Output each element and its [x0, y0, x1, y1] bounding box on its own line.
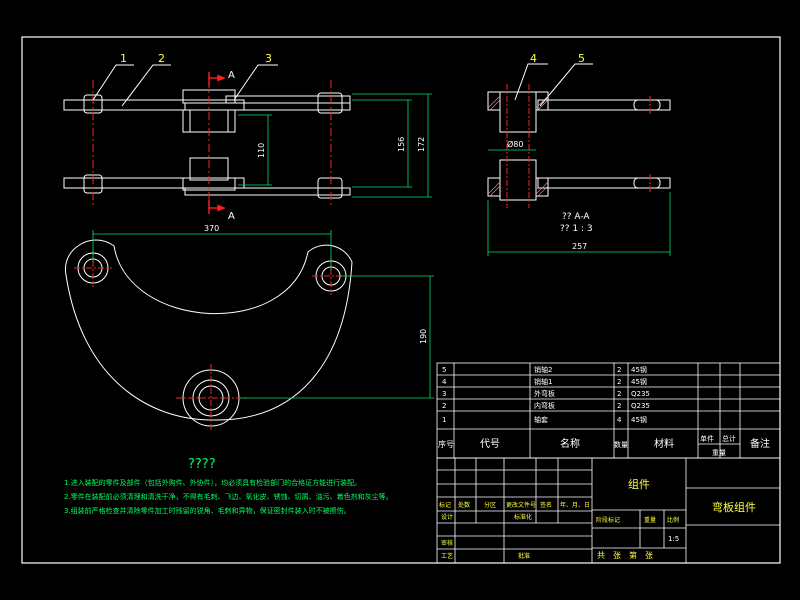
section-view	[487, 91, 671, 201]
bom-row-3-name: 外弯板	[534, 389, 555, 398]
drawing-frame	[21, 36, 781, 564]
section-cut-marks	[208, 72, 226, 214]
plate-view-centerlines	[74, 249, 350, 432]
section-scale: ?? 1 : 3	[560, 224, 593, 234]
bom-row-4-no: 4	[442, 378, 447, 386]
bom-header-total: 总计	[722, 434, 736, 443]
callout-2: 2	[158, 52, 165, 65]
dim-257: 257	[572, 242, 587, 251]
section-mark-top: A	[228, 70, 235, 81]
bom-row-4-material: 45钢	[631, 377, 647, 386]
dim-110: 110	[257, 143, 266, 158]
section-view-dimensions	[487, 149, 671, 256]
bom-header-remark: 备注	[750, 437, 770, 450]
tb-stage-mark: 阶段标记	[596, 516, 620, 524]
tb-weight: 重量	[644, 516, 656, 524]
tb-date: 年、月、日	[560, 501, 590, 509]
bom-row-4-name: 销轴1	[534, 377, 552, 386]
tb-drawing-name: 弯板组件	[712, 500, 756, 514]
tb-doc-no: 更改文件号	[506, 501, 536, 509]
bom-row-5-qty: 2	[617, 366, 621, 374]
note-2: 2.零件在装配前必须清理和清洗干净，不得有毛刺、飞边、氧化皮、锈蚀、切屑、油污、…	[64, 492, 393, 501]
dim-172: 172	[417, 137, 426, 152]
bom-row-1-name: 轴套	[534, 415, 548, 424]
bom-row-1-qty: 4	[617, 416, 622, 424]
tb-assembly-label: 组件	[628, 477, 650, 491]
bom-header-weight: 重量	[712, 449, 726, 457]
plate-view-dimensions	[92, 230, 434, 399]
bom-row-4-qty: 2	[617, 378, 621, 386]
bom-row-1-no: 1	[442, 416, 446, 424]
bom-header-material: 材料	[654, 437, 674, 450]
bom-row-2-qty: 2	[617, 402, 621, 410]
front-view-centerlines	[92, 80, 332, 205]
tb-count: 处数	[458, 501, 470, 509]
bom-header-code: 代号	[480, 438, 500, 450]
bom-row-5-material: 45钢	[631, 365, 647, 374]
tb-scale-value: 1:5	[668, 535, 679, 543]
bom-row-5-no: 5	[442, 366, 446, 374]
dim-156: 156	[397, 137, 406, 152]
dim-190: 190	[419, 329, 428, 344]
section-mark-bottom: A	[228, 211, 235, 222]
tb-scale-label: 比例	[667, 516, 679, 524]
tb-sheets: 共 张 第 张	[597, 550, 653, 560]
section-title: ?? A-A	[562, 212, 590, 222]
tb-process: 工艺	[441, 552, 453, 560]
note-1: 1.进入装配的零件及部件（包括外购件、外协件），均必须具有检验部门的合格证方能进…	[64, 478, 361, 487]
tb-zone: 分区	[484, 501, 496, 509]
bom-row-2-material: Q235	[631, 402, 650, 410]
callout-1: 1	[120, 52, 127, 65]
callout-3: 3	[265, 52, 272, 65]
bom-row-1-material: 45钢	[631, 415, 647, 424]
tb-review: 审核	[441, 539, 453, 547]
bom-header-no: 序号	[438, 439, 454, 449]
section-hatching	[487, 95, 549, 197]
bom-row-3-no: 3	[442, 390, 446, 398]
tb-mark: 标记	[439, 501, 451, 509]
note-3: 3.组装前严格检查并清除零件加工时残留的锐角、毛刺和异物，保证密封件装入时不被擦…	[64, 506, 351, 515]
tb-design: 设计	[441, 513, 453, 521]
bom-row-2-name: 内弯板	[534, 401, 555, 410]
bom-row-2-no: 2	[442, 402, 446, 410]
tb-sign: 签名	[540, 501, 552, 509]
bom-row-5-name: 销轴2	[534, 365, 552, 374]
notes-heading: ????	[188, 457, 216, 472]
tb-approve: 批准	[518, 552, 530, 560]
bom-row-3-qty: 2	[617, 390, 621, 398]
callout-4: 4	[530, 52, 537, 65]
dim-370: 370	[204, 224, 219, 233]
callout-5: 5	[578, 52, 585, 65]
front-view-dimensions	[238, 93, 432, 198]
callout-leaders	[92, 63, 593, 107]
tb-standardize: 标准化	[514, 513, 532, 521]
dim-80: Ø80	[507, 139, 523, 149]
bom-header-unit: 单件	[700, 434, 714, 443]
bom-row-3-material: Q235	[631, 390, 650, 398]
bom-header-qty: 数量	[614, 440, 628, 449]
bom-table-lines	[436, 362, 781, 459]
title-block-lines	[436, 457, 781, 564]
section-view-centerlines	[506, 84, 651, 208]
bom-header-name: 名称	[560, 437, 580, 450]
